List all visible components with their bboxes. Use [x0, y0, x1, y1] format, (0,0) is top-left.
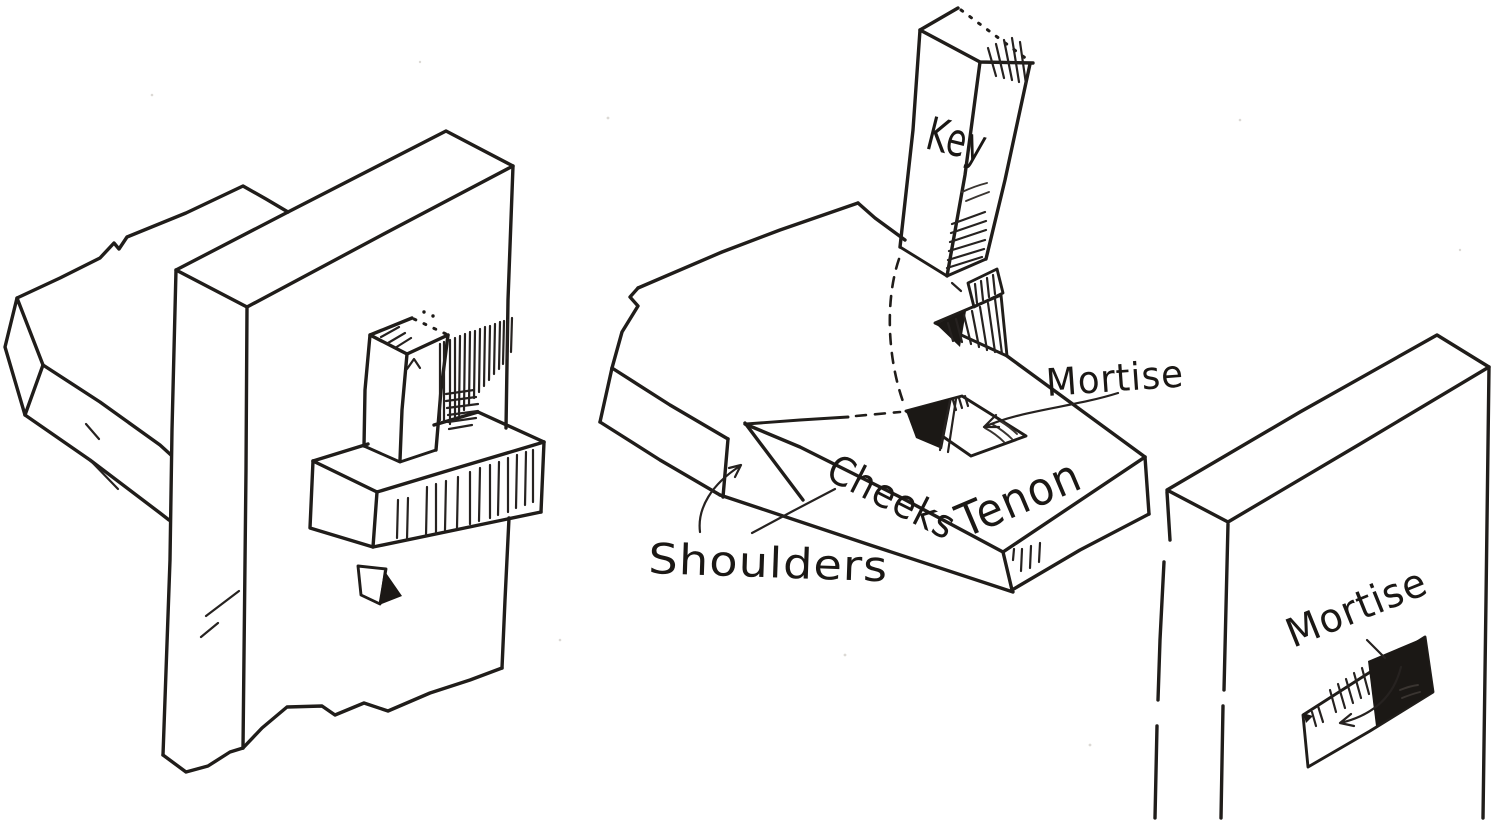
- key2-bottom-edges: [898, 245, 988, 278]
- cheek-edge: [743, 422, 1005, 554]
- key2-top-hatching: [986, 36, 1028, 86]
- notch-shadow: [936, 311, 966, 347]
- label-key: Key: [921, 106, 992, 173]
- tenon-top-right-edge: [476, 410, 546, 444]
- rail-grain-scratches: [84, 422, 120, 491]
- key2-front-right-edge: [945, 60, 982, 278]
- notch-back-wall-hatching: [973, 273, 997, 305]
- mortise-leader-arrow: [982, 391, 1120, 429]
- board-right-edge: [1481, 365, 1491, 820]
- stile-grain-scratches: [199, 589, 241, 639]
- tenon-front-bottom-edge: [371, 510, 543, 549]
- key-base-edges: [362, 444, 438, 464]
- key2-under-tip-marks: [950, 281, 963, 293]
- board-back-left-edge: [1153, 490, 1172, 820]
- key-front-right-edge: [398, 352, 409, 462]
- stile-broken-bottom-front: [241, 666, 504, 750]
- tenon2-bottom-edge: [718, 493, 1015, 594]
- mortise2-dark-shadow: [1368, 637, 1433, 726]
- label-tenon: Tenon: [947, 448, 1089, 549]
- key-tip-shadow: [379, 570, 402, 605]
- key-top-hatching: [379, 325, 413, 350]
- shoulder-diagonal-edge: [743, 421, 805, 502]
- board-top-face: [1165, 333, 1491, 524]
- stile-back-left-edge: [161, 268, 178, 757]
- rail2-front-bottom-edge: [598, 420, 722, 497]
- tenon-front-right-edge: [539, 440, 546, 514]
- mortise-hole-grain-curves: [984, 420, 1018, 443]
- stile-front-left-edge: [241, 305, 249, 750]
- tenon2-end-top-edge: [1001, 455, 1147, 554]
- label-mortise-board: Mortise: [1280, 559, 1434, 657]
- key2-left-edge: [898, 28, 922, 249]
- mortise-hole-shadow: [906, 398, 952, 449]
- tenon-top-back-edge: [311, 410, 480, 463]
- key-insertion-dashed-line: [888, 257, 907, 409]
- tenon-end-top-edge: [311, 459, 379, 494]
- shoulders-leader-line: [750, 487, 837, 535]
- key2-far-right-edge: [984, 62, 1032, 261]
- key-top-dot-2: [431, 314, 435, 318]
- mortise2-corner-shade: [1303, 713, 1313, 723]
- key2-tip-hatching: [945, 210, 988, 270]
- key-top-face: [368, 316, 450, 356]
- board-front-left-edge: [1219, 522, 1230, 820]
- stile-broken-bottom-left: [161, 746, 245, 774]
- mortise-rim-ticks: [951, 394, 970, 412]
- step-edge-solid: [744, 415, 850, 426]
- tenon2-end-grain-ticks: [1011, 541, 1042, 573]
- stile-right-edge-lower: [500, 516, 511, 670]
- exploded-tenon-figure: Key Mortise Tenon Cheeks Shoulders: [598, 6, 1186, 594]
- paper-speckles: [150, 60, 1462, 747]
- mortised-board-figure: Mortise: [1153, 333, 1491, 820]
- rail2-top-right-edge: [856, 201, 907, 242]
- notch-hatching: [946, 297, 1004, 356]
- tenon2-front-right-edge: [1001, 550, 1014, 592]
- stile-right-edge-upper: [504, 164, 515, 430]
- tenon2-back-edge: [1005, 354, 1147, 459]
- step-edge-hidden: [854, 410, 902, 418]
- rail2-front-top-edge: [610, 366, 730, 441]
- key2-face-marks: [961, 182, 990, 202]
- tenon-end-face: [308, 459, 379, 549]
- key-far-right-edge: [434, 333, 450, 452]
- mortise-board-leader-line: [1365, 638, 1387, 660]
- key-top-dotted-edge: [412, 317, 448, 336]
- label-mortise-exploded: Mortise: [1045, 351, 1186, 405]
- notch-back-wall: [966, 267, 1005, 309]
- rail2-broken-end-edge: [610, 286, 640, 370]
- rail2-back-top-edge: [636, 201, 860, 290]
- rail-broken-end-face: [3, 296, 45, 417]
- mortise2-hatching: [1310, 666, 1371, 728]
- tenon-end-grain-hatching: [395, 448, 535, 542]
- rail2-end-left-edge: [598, 366, 614, 424]
- board-shadow-hatching-horizontal: [444, 388, 480, 431]
- tenon-top-front-edge: [375, 440, 546, 494]
- label-shoulders: Shoulders: [648, 534, 890, 591]
- rail-back-top-edge: [15, 184, 290, 300]
- mortise2-curved-arrow: [1338, 665, 1403, 728]
- key2-top-face: [918, 6, 1035, 65]
- shoulders-leader-arrow: [698, 463, 743, 534]
- stile-top-face: [174, 129, 515, 309]
- rail-front-top-edge: [41, 363, 173, 457]
- tenon2-end-bottom-edge: [1010, 512, 1151, 592]
- key-left-edge: [362, 333, 372, 448]
- mortise2-grain-marks: [1399, 684, 1421, 699]
- shoulder-vertical-edge: [721, 437, 730, 499]
- key-face-mark: [405, 357, 422, 371]
- key2-top-dotted-edge: [959, 8, 1030, 62]
- rail-bottom-edge: [23, 413, 171, 522]
- key-top-dot-1: [422, 310, 426, 314]
- assembled-joint-figure: [3, 129, 546, 774]
- tenon2-end-right-edge: [1143, 455, 1151, 516]
- board-shadow-hatching-vertical: [438, 316, 514, 426]
